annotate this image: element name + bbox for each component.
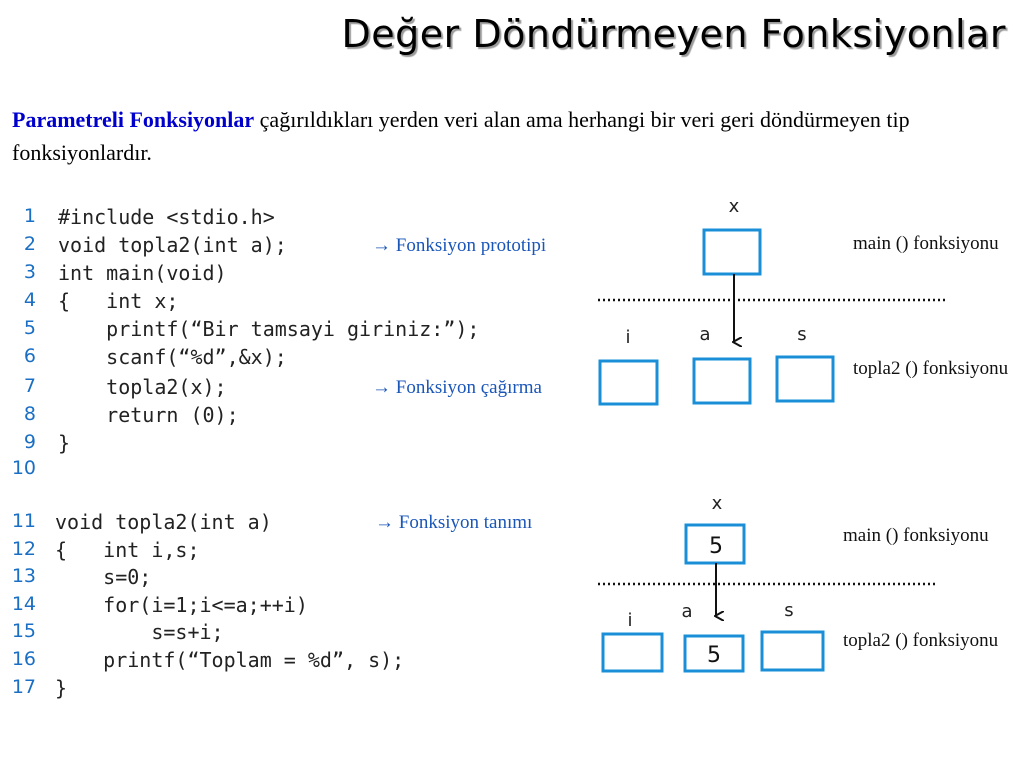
intro-highlight: Parametreli Fonksiyonlar [12, 107, 255, 132]
code-line: 8 return (0); [0, 403, 600, 431]
main-x-box [702, 228, 762, 276]
var-label-i: i [625, 327, 630, 348]
code-line: 17} [0, 676, 600, 704]
line-number: 4 [23, 289, 36, 311]
func-s-box [775, 355, 835, 403]
annotation-call: → Fonksiyon çağırma [372, 377, 542, 398]
code-line: 5 printf(“Bir tamsayi giriniz:”); [0, 317, 600, 345]
line-number: 8 [23, 403, 36, 425]
code-line: 11 void topla2(int a) → Fonksiyon tanımı [0, 510, 600, 538]
main-function-label: main () fonksiyonu [843, 525, 989, 546]
diagram-bottom: x 5 main () fonksiyonu i a s 5 topla2 ()… [598, 493, 999, 673]
code-text: { int x; [58, 289, 179, 313]
func-a-box [683, 634, 745, 673]
code-line: 1 #include <stdio.h> [0, 205, 600, 233]
code-text: int main(void) [58, 261, 227, 285]
diagram-top: x main () fonksiyonu i a s topla2 () fon… [598, 196, 1009, 406]
code-line: 4 { int x; [0, 289, 600, 317]
code-text: } [55, 676, 68, 700]
line-number: 12 [11, 538, 36, 560]
intro-text: çağırıldıkları yerden veri alan ama herh… [12, 107, 910, 165]
func-a-value: 5 [707, 643, 721, 668]
line-number: 1 [23, 205, 36, 227]
code-line: 3 int main(void) [0, 261, 600, 289]
line-number: 17 [11, 676, 36, 698]
var-label-a: a [681, 601, 692, 622]
var-label-x: x [729, 196, 740, 217]
line-number: 3 [23, 261, 36, 283]
code-line: 12 { int i,s; [0, 538, 600, 566]
code-text: { int i,s; [55, 538, 200, 562]
code-text: s=s+i; [55, 620, 224, 644]
code-line: 6 scanf(“%d”,&x); [0, 345, 600, 373]
line-number: 7 [23, 375, 36, 397]
func-i-box [598, 359, 659, 406]
annotation-prototype: → Fonksiyon prototipi [372, 235, 547, 256]
main-x-value: 5 [709, 534, 723, 559]
var-label-s: s [797, 324, 806, 345]
code-line: 14 for(i=1;i<=a;++i) [0, 593, 600, 621]
func-label: topla2 () fonksiyonu [843, 630, 999, 651]
annotation-definition: → Fonksiyon tanımı [375, 512, 533, 533]
intro-paragraph: Parametreli Fonksiyonlar çağırıldıkları … [12, 103, 1012, 169]
line-number: 6 [23, 345, 36, 367]
line-number: 2 [23, 233, 36, 255]
line-number: 14 [11, 593, 36, 615]
code-text: void topla2(int a) [55, 510, 272, 534]
func-s-box [760, 630, 825, 672]
var-label-i: i [627, 610, 632, 631]
line-number: 13 [11, 565, 36, 587]
page-title: Değer Döndürmeyen Fonksiyonlar [341, 12, 1006, 56]
var-label-a: a [699, 324, 710, 345]
line-number: 15 [11, 620, 36, 642]
line-number: 9 [23, 431, 36, 453]
main-function-label: main () fonksiyonu [853, 233, 999, 254]
line-number: 11 [11, 510, 36, 532]
code-text: scanf(“%d”,&x); [58, 345, 287, 369]
func-label: topla2 () fonksiyonu [853, 358, 1009, 379]
var-label-s: s [784, 600, 793, 621]
code-text: printf(“Toplam = %d”, s); [55, 648, 405, 672]
code-line: 2 void topla2(int a); → Fonksiyon prototip… [0, 233, 600, 261]
code-line: 7 topla2(x); → Fonksiyon çağırma [0, 375, 600, 403]
func-a-box [692, 357, 752, 405]
code-text: topla2(x); [58, 375, 227, 399]
code-line: 15 s=s+i; [0, 620, 600, 648]
var-label-x: x [712, 493, 723, 514]
code-line: 10 [0, 457, 600, 485]
code-text: s=0; [55, 565, 152, 589]
code-text: #include <stdio.h> [58, 205, 275, 229]
code-line: 9} [0, 431, 600, 459]
code-line: 13 s=0; [0, 565, 600, 593]
code-text: printf(“Bir tamsayi giriniz:”); [58, 317, 480, 341]
code-text: void topla2(int a); [58, 233, 287, 257]
code-text: } [58, 431, 71, 455]
line-number: 16 [11, 648, 36, 670]
func-i-box [601, 632, 664, 673]
line-number: 10 [11, 457, 36, 479]
code-text: return (0); [58, 403, 239, 427]
line-number: 5 [23, 317, 36, 339]
code-line: 16 printf(“Toplam = %d”, s); [0, 648, 600, 676]
code-text: for(i=1;i<=a;++i) [55, 593, 308, 617]
